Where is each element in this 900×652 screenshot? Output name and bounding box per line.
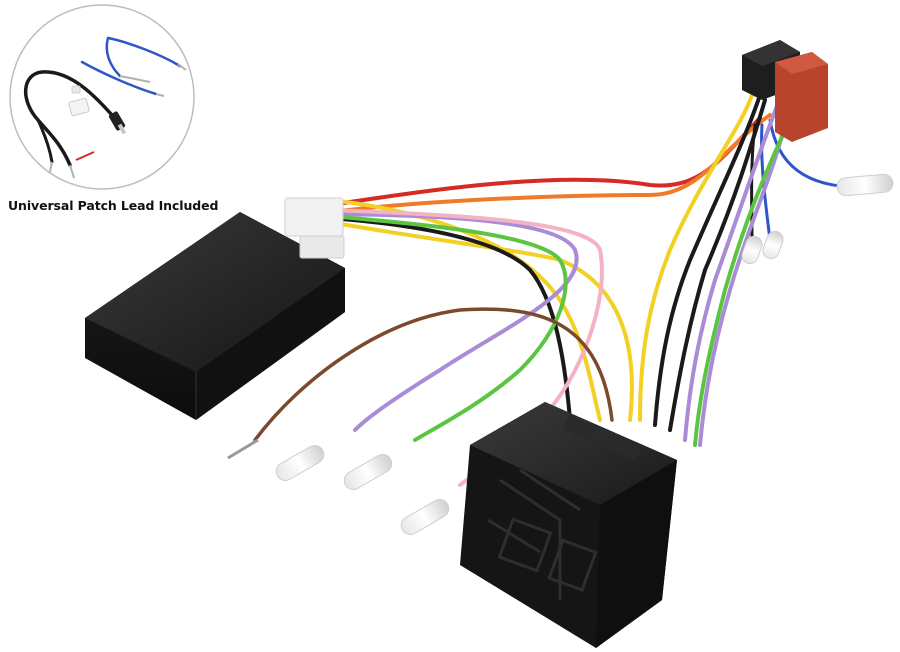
- patch-lead-inset: [9, 4, 195, 190]
- interface-box: [85, 197, 345, 420]
- quadlock-connector: [460, 402, 677, 648]
- inset-caption: Universal Patch Lead Included: [8, 198, 219, 213]
- iso-connector-red: [775, 52, 828, 142]
- bullet-connectors: [227, 173, 894, 535]
